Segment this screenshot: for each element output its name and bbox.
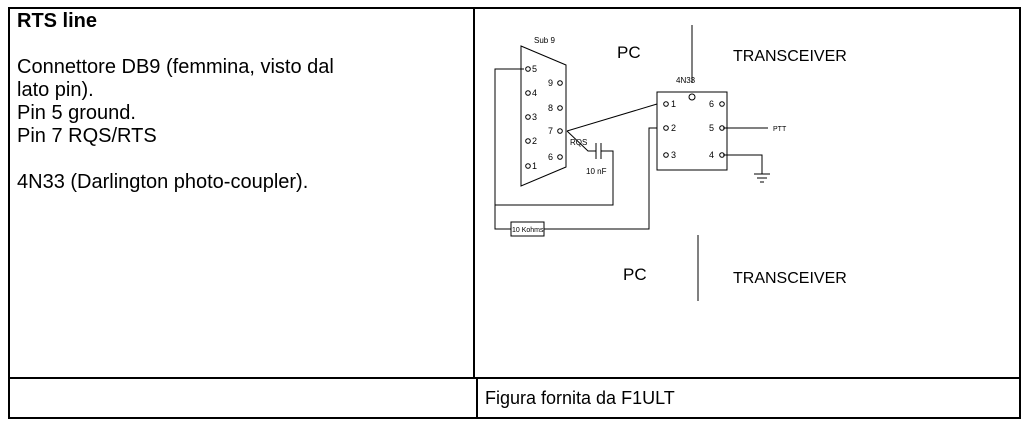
section-title: RTS line xyxy=(17,10,98,32)
db9-pin-label: 5 xyxy=(532,64,537,74)
ground-wire-ic xyxy=(723,154,763,174)
capacitor-label: 10 nF xyxy=(586,167,607,176)
row-divider xyxy=(8,377,1021,379)
figure-caption: Figura fornita da F1ULT xyxy=(485,388,675,408)
ic-pin-label: 3 xyxy=(671,150,676,160)
ground-wire xyxy=(494,68,524,230)
ic-4n33 xyxy=(656,91,728,171)
db9-pin-label: 7 xyxy=(548,126,553,136)
db9-pin-label: 4 xyxy=(532,88,537,98)
db9-pin-label: 9 xyxy=(548,78,553,88)
resistor-label: 10 Kohms xyxy=(512,227,544,234)
description-line: 4N33 (Darlington photo-coupler). xyxy=(17,171,309,193)
document-table xyxy=(8,7,1021,419)
db9-pin-label: 8 xyxy=(548,103,553,113)
db9-connector xyxy=(520,45,567,187)
ic-pin-label: 1 xyxy=(671,99,676,109)
ic-pin-label: 4 xyxy=(709,150,714,160)
column-divider xyxy=(473,7,475,379)
transceiver-label-top: TRANSCEIVER xyxy=(733,48,847,65)
caption-column-divider xyxy=(476,379,478,419)
description-line: Pin 5 ground. xyxy=(17,102,136,124)
ptt-label: PTT xyxy=(773,126,787,133)
pc-label-top: PC xyxy=(617,43,641,62)
description-line: Connettore DB9 (femmina, visto dal xyxy=(17,56,334,78)
db9-pin-label: 3 xyxy=(532,112,537,122)
ic-pin-label: 5 xyxy=(709,123,714,133)
pc-label-bottom: PC xyxy=(623,265,647,284)
description-line: Pin 7 RQS/RTS xyxy=(17,125,157,147)
wire-resistor-ic xyxy=(544,127,657,230)
wire-cap-ground xyxy=(495,150,614,206)
db9-pin-label: 6 xyxy=(548,152,553,162)
description-cell: RTS line Connettore DB9 (femmina, visto … xyxy=(17,10,467,194)
db9-pin-label: 1 xyxy=(532,161,537,171)
description-line: lato pin). xyxy=(17,79,94,101)
ic-pin-label: 2 xyxy=(671,123,676,133)
ic-notch xyxy=(688,93,696,101)
wire-cap xyxy=(566,130,596,152)
ic-pin-label: 6 xyxy=(709,99,714,109)
transceiver-label-bottom: TRANSCEIVER xyxy=(733,270,847,287)
ic-label: 4N33 xyxy=(676,76,696,85)
db9-pin-label: 2 xyxy=(532,136,537,146)
sub9-label: Sub 9 xyxy=(534,36,555,45)
rqs-label: RQS xyxy=(570,138,587,147)
circuit-diagram: 5 9 4 8 3 7 2 6 1 1 2 3 6 5 4 Sub 9 PC T… xyxy=(494,25,847,301)
wire-rts-ic xyxy=(566,103,658,132)
